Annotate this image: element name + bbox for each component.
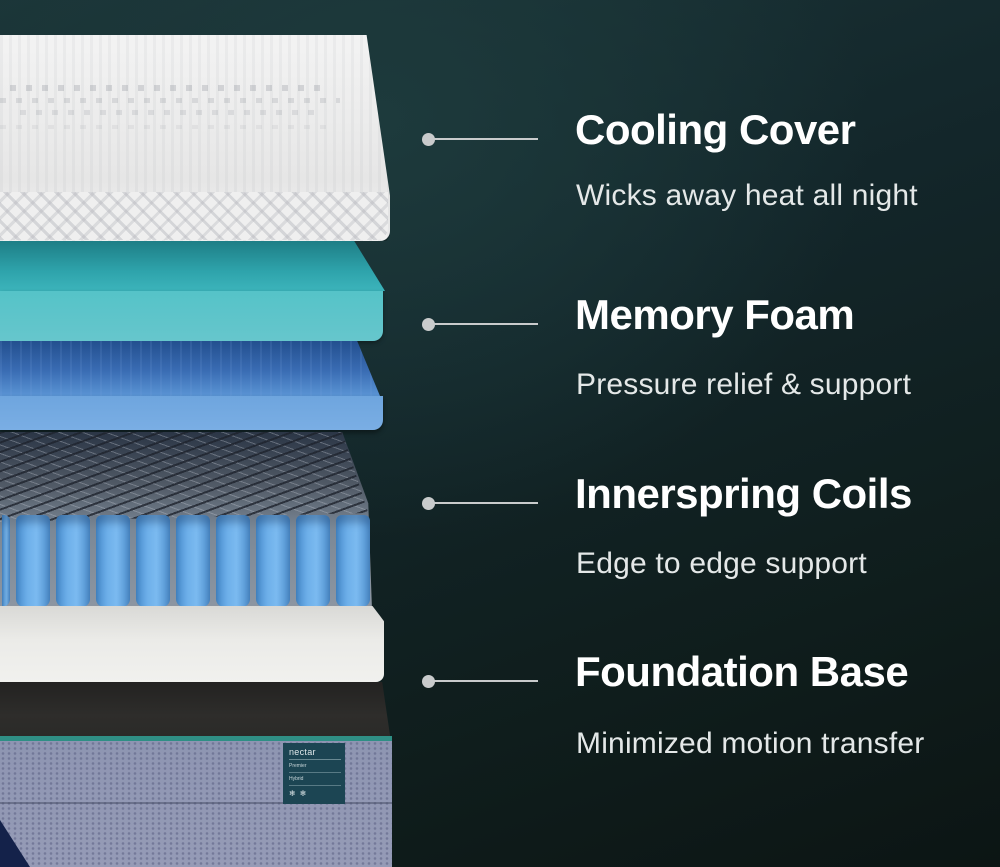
coil-pocket [56,515,90,607]
foundation-top-layer [0,682,390,738]
leader-line [422,133,540,147]
brand-name: nectar [289,747,341,760]
leader-line-stroke [430,138,538,140]
callout-memory-foam: Memory Foam Pressure relief & support [422,291,992,428]
callout-innerspring-coils: Innerspring Coils Edge to edge support [422,470,992,607]
product-line: Premier [289,760,341,773]
leader-line [422,675,540,689]
leader-line-stroke [430,680,538,682]
callout-description: Pressure relief & support [576,368,912,401]
callout-description: Wicks away heat all night [576,179,918,212]
leader-dot-icon [422,497,435,510]
callout-title: Foundation Base [575,648,909,695]
coil-pocket [2,515,10,607]
callout-foundation-base: Foundation Base Minimized motion transfe… [422,648,992,785]
label-icons: ❄ ❄ [289,786,341,798]
callout-title: Cooling Cover [575,106,856,153]
coil-pocket [216,515,250,607]
product-type: Hybrid [289,773,341,786]
product-label: nectar Premier Hybrid ❄ ❄ [283,743,345,804]
leader-dot-icon [422,675,435,688]
cover-knit-pattern [0,125,330,129]
coil-pocket [16,515,50,607]
callout-title: Memory Foam [575,291,855,338]
cover-knit-pattern [20,110,320,115]
cooling-cover-edge [0,192,388,240]
transition-foam-layer-side [0,396,383,430]
leader-line-stroke [430,323,538,325]
cover-knit-pattern [0,98,340,103]
transition-foam-layer-top [0,341,380,396]
coil-pocket [256,515,290,607]
coil-pocket [96,515,130,607]
snowflake-icon: ❄ [289,789,296,798]
leader-line [422,318,540,332]
memory-foam-layer-side [0,291,383,341]
coil-pocket [136,515,170,607]
foundation-seam [0,802,392,804]
memory-foam-layer-top [0,241,385,291]
mattress-cutaway-illustration: nectar Premier Hybrid ❄ ❄ [0,0,400,867]
base-foam-layer [0,606,384,682]
snowflake-icon: ❄ [299,789,307,798]
cover-knit-pattern [10,85,330,91]
leader-line [422,497,540,511]
callout-title: Innerspring Coils [575,470,912,517]
callout-description: Edge to edge support [576,547,867,580]
leader-line-stroke [430,502,538,504]
coil-pocket [336,515,370,607]
foundation-trim [0,736,392,742]
leader-dot-icon [422,133,435,146]
coil-pocket [296,515,330,607]
coil-pockets [0,515,375,610]
coil-pocket [176,515,210,607]
coil-springs [0,432,369,522]
callout-description: Minimized motion transfer [576,727,925,760]
callout-cooling-cover: Cooling Cover Wicks away heat all night [422,106,992,243]
leader-dot-icon [422,318,435,331]
